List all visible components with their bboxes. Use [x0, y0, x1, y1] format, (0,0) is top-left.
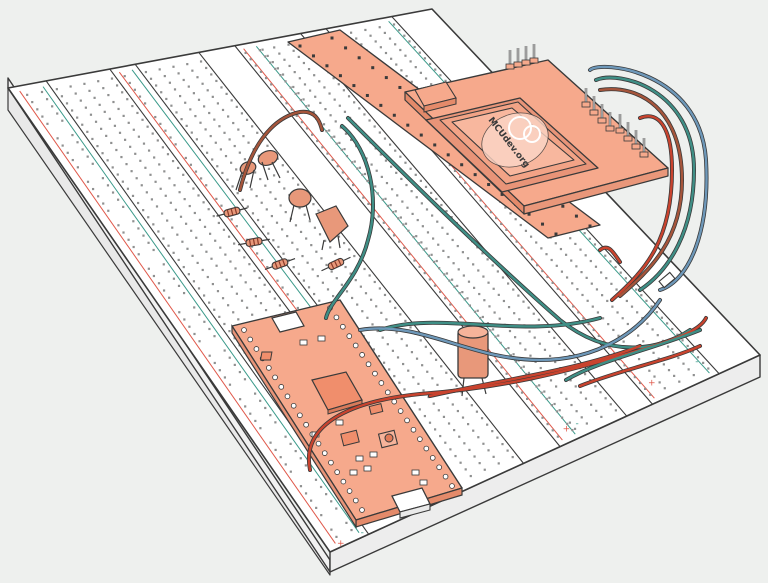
- rail-markers: +-+-+-: [337, 357, 699, 549]
- jumper-wires: [238, 64, 709, 472]
- svg-text:+: +: [563, 425, 571, 435]
- mcu-logo-icon: [508, 116, 541, 143]
- svg-text:-: -: [576, 419, 579, 429]
- svg-text:-: -: [361, 528, 364, 538]
- mcu-dev-board: MCUdev.org: [287, 29, 669, 239]
- svg-text:-: -: [695, 357, 698, 367]
- svg-text:+: +: [337, 539, 345, 549]
- svg-text:+: +: [648, 378, 656, 388]
